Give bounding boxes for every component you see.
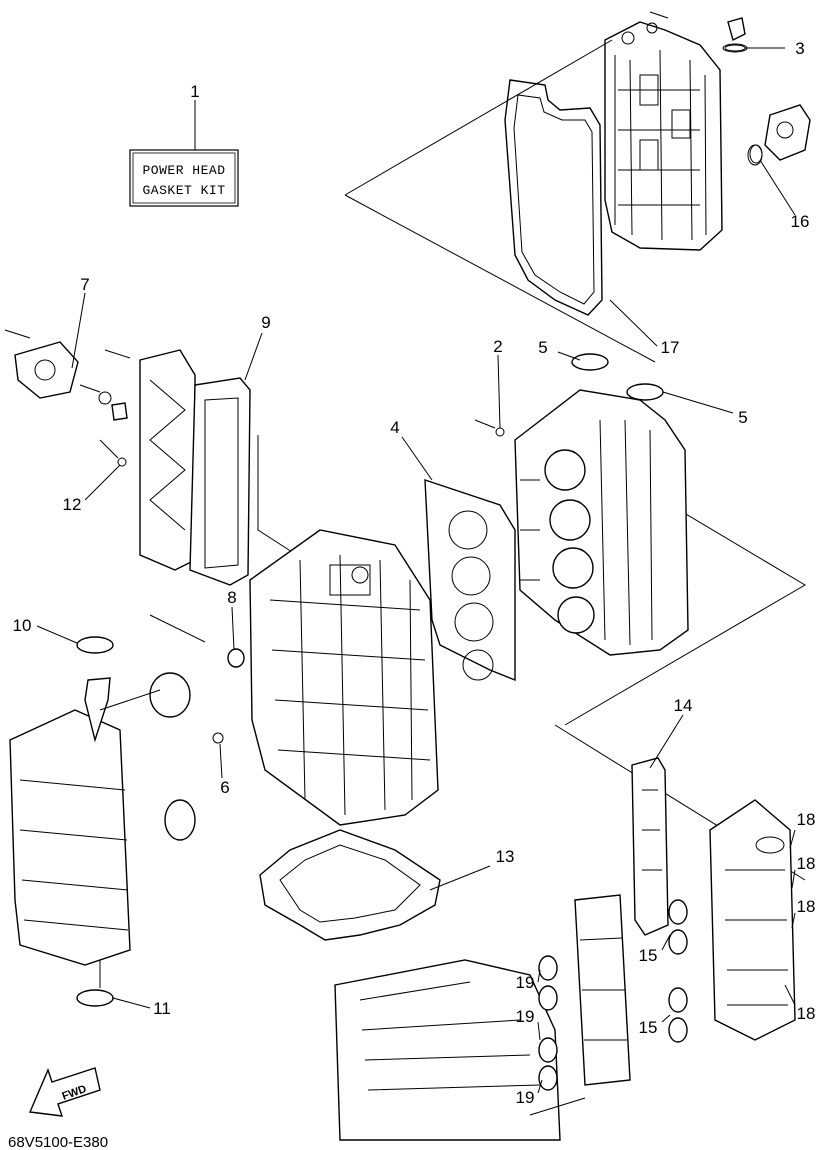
sensor-unit: [722, 17, 811, 166]
callout-18d: 18: [797, 1004, 816, 1023]
gasket-part-12: [117, 457, 127, 467]
cylinder-head-cover: [604, 11, 723, 251]
callout-labels: 1 2 3 4 5 5 6 7 8 9 10 11 12 13 14 15 15…: [13, 39, 816, 1107]
callout-18c: 18: [797, 897, 816, 916]
callout-5a: 5: [538, 338, 547, 357]
intake-silencer: [334, 894, 631, 1141]
oil-pan-gasket: [259, 829, 441, 941]
callout-17: 17: [661, 338, 680, 357]
upper-oil-seal: [76, 636, 114, 654]
manifold-o-rings-15: [668, 899, 688, 1043]
crankcase: [9, 672, 196, 966]
cylinder-head-gasket: [424, 479, 516, 682]
callout-8: 8: [227, 588, 236, 607]
lower-oil-seal: [76, 989, 114, 1007]
cylinder-block: [249, 529, 439, 826]
gasket-kit-box: POWER HEAD GASKET KIT: [129, 149, 239, 207]
callout-15b: 15: [639, 1018, 658, 1037]
document-number: 68V5100-E380: [8, 1134, 108, 1150]
callout-1: 1: [190, 82, 199, 101]
cylinder-head: [514, 353, 689, 656]
callout-5b: 5: [738, 408, 747, 427]
head-cover-gasket: [504, 79, 603, 316]
thermostat-cover: [4, 329, 131, 421]
callout-19a: 19: [516, 973, 535, 992]
callout-2: 2: [493, 337, 502, 356]
sleeve-part-8: [227, 648, 245, 668]
o-ring-part-3: [724, 44, 746, 52]
callout-14: 14: [674, 696, 693, 715]
callout-16: 16: [791, 212, 810, 231]
callout-18a: 18: [797, 810, 816, 829]
gasket-part-2: [495, 427, 505, 437]
callout-15a: 15: [639, 946, 658, 965]
callout-19b: 19: [516, 1007, 535, 1026]
callout-13: 13: [496, 847, 515, 866]
o-ring-part-16: [749, 144, 763, 164]
callout-19c: 19: [516, 1088, 535, 1107]
callout-6: 6: [220, 778, 229, 797]
callout-4: 4: [390, 418, 399, 437]
intake-o-rings-19: [538, 955, 558, 1091]
leader-lines: [36, 47, 796, 1094]
callout-11: 11: [153, 999, 171, 1018]
callout-18b: 18: [797, 854, 816, 873]
kit-box-line1: POWER HEAD: [142, 163, 225, 178]
callout-10: 10: [13, 616, 32, 635]
forward-arrow-icon: FWD: [28, 1067, 101, 1117]
callout-12: 12: [63, 495, 82, 514]
intake-manifold: [709, 799, 796, 1041]
kit-box-line2: GASKET KIT: [142, 183, 225, 198]
exhaust-cover: [139, 349, 251, 586]
callout-3: 3: [795, 39, 804, 58]
callout-7: 7: [80, 275, 89, 294]
exhaust-manifold-gasket: [631, 757, 669, 936]
callout-9: 9: [261, 313, 270, 332]
gasket-part-6: [212, 732, 224, 744]
